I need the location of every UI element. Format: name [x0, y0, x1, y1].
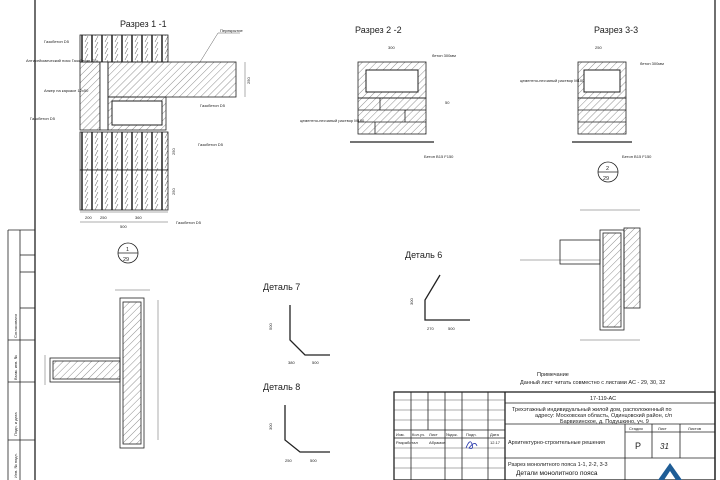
svg-text:Трехэтажный индивидуальный жил: Трехэтажный индивидуальный жилой дом, ра… — [512, 406, 672, 413]
sheet-number: 31 — [660, 442, 669, 451]
svg-text:29: 29 — [123, 257, 129, 263]
role: Разработал — [396, 440, 418, 445]
svg-text:Газобетон D5: Газобетон D5 — [198, 142, 224, 147]
svg-text:50: 50 — [445, 100, 450, 105]
notes: Примечание Данный лист читать совместно … — [520, 372, 665, 386]
section-3-3-title: Разрез 3-3 — [594, 25, 638, 35]
svg-text:бетон 300мм: бетон 300мм — [432, 53, 456, 58]
svg-text:250: 250 — [171, 188, 176, 195]
svg-text:500: 500 — [310, 458, 317, 463]
notes-text: Данный лист читать совместно с листами А… — [520, 379, 665, 386]
svg-text:500: 500 — [268, 323, 273, 330]
side-stamp: Согласовано Взам. инв. № Подп. и дата Ин… — [13, 313, 18, 478]
svg-text:250: 250 — [246, 77, 251, 84]
company-logo — [658, 463, 682, 480]
svg-text:Листов: Листов — [688, 426, 701, 431]
callout-1-29: 1 29 — [117, 242, 139, 264]
svg-text:500: 500 — [312, 360, 319, 365]
svg-text:адресу: Московская область, Од: адресу: Московская область, Одинцовский … — [535, 412, 672, 419]
svg-text:Газобетон D5: Газобетон D5 — [30, 116, 56, 121]
author-name: Абрамов — [429, 440, 446, 445]
svg-text:Деталь 7: Деталь 7 — [263, 282, 300, 292]
svg-text:Бетон B15 F150: Бетон B15 F150 — [622, 154, 652, 159]
detail-7: Деталь 7 500 380 500 — [263, 282, 330, 365]
section-1-1-title: Разрез 1 -1 — [120, 19, 167, 29]
svg-text:Антисейсмический пояс Газобето: Антисейсмический пояс Газобетон D5 — [26, 58, 97, 63]
stage-value: Р — [635, 441, 641, 451]
date: 12.17 — [490, 440, 501, 445]
section-2-2-title: Разрез 2 -2 — [355, 25, 402, 35]
drawing-title: Разрез монолитного пояса 1-1, 2-2, 3-3 — [508, 462, 608, 468]
notes-heading: Примечание — [537, 372, 569, 378]
svg-text:300: 300 — [388, 45, 395, 50]
svg-text:цементно-песчаный раствор М100: цементно-песчаный раствор М100 — [300, 118, 365, 123]
section-3-3: Разрез 3-3 цементно-песчаный раствор М10… — [520, 25, 664, 159]
svg-text:250: 250 — [285, 458, 292, 463]
svg-text:Деталь 8: Деталь 8 — [263, 382, 300, 392]
callout-2-29: 2 29 — [597, 161, 619, 183]
svg-text:Анкер на каркасе 12x50: Анкер на каркасе 12x50 — [44, 88, 89, 93]
svg-text:Барвихинское, д. Подушкино, уч: Барвихинское, д. Подушкино, уч. 9 — [560, 419, 649, 425]
inv-replace-label: Взам. инв. № — [13, 355, 18, 380]
svg-text:бетон 300мм: бетон 300мм — [640, 61, 664, 66]
signature — [465, 441, 478, 449]
svg-text:500: 500 — [448, 326, 455, 331]
slab-label: Перекрытие — [220, 28, 243, 33]
svg-text:Газобетон D5: Газобетон D5 — [176, 220, 202, 225]
svg-text:Деталь 6: Деталь 6 — [405, 250, 442, 260]
section-name: Архитектурно-строительные решения — [508, 440, 605, 446]
svg-text:Кол.уч.: Кол.уч. — [412, 432, 425, 437]
plan-detail-1 — [44, 289, 159, 449]
plan-detail-2 — [520, 209, 641, 341]
svg-text:Лист: Лист — [429, 432, 438, 437]
svg-text:1: 1 — [126, 247, 129, 253]
title-block: Изм. Кол.уч. Лист №док. Подп. Дата Разра… — [393, 391, 716, 480]
detail-6: Деталь 6 300 270 500 — [405, 250, 470, 331]
agreed-label: Согласовано — [13, 313, 18, 338]
drawing-title-2: Детали монолитного пояса — [516, 470, 598, 477]
svg-text:300: 300 — [268, 423, 273, 430]
inv-original-label: Инв. № подл. — [13, 453, 18, 478]
svg-text:300: 300 — [409, 298, 414, 305]
svg-text:Подп.: Подп. — [466, 432, 477, 437]
svg-text:Стадия: Стадия — [629, 426, 643, 431]
detail-8: Деталь 8 300 250 500 — [263, 382, 330, 463]
svg-text:29: 29 — [603, 176, 609, 182]
svg-text:250: 250 — [595, 45, 602, 50]
svg-text:цементно-песчаный раствор М100: цементно-песчаный раствор М100 — [520, 78, 585, 83]
svg-text:№док.: №док. — [446, 432, 458, 437]
svg-text:Дата: Дата — [490, 432, 500, 437]
svg-text:Лист: Лист — [658, 426, 667, 431]
svg-text:270: 270 — [427, 326, 434, 331]
svg-text:Изм.: Изм. — [396, 432, 405, 437]
drawing-code: 17-119-АС — [590, 396, 616, 402]
svg-text:360: 360 — [135, 215, 142, 220]
svg-text:380: 380 — [288, 360, 295, 365]
svg-text:500: 500 — [120, 224, 127, 229]
section-2-2: Разрез 2 -2 бетон 300мм цементно-песчаны… — [300, 25, 456, 159]
svg-text:Газобетон D5: Газобетон D5 — [200, 103, 226, 108]
svg-text:Газобетон D5: Газобетон D5 — [44, 39, 70, 44]
svg-text:250: 250 — [171, 148, 176, 155]
svg-text:200: 200 — [85, 215, 92, 220]
svg-text:250: 250 — [100, 215, 107, 220]
sign-date-label: Подп. и дата — [13, 412, 18, 436]
svg-text:Бетон B15 F150: Бетон B15 F150 — [424, 154, 454, 159]
svg-text:2: 2 — [606, 166, 609, 172]
section-1-1: Разрез 1 -1 Перекрытие Газобетон D5 Анти… — [26, 19, 251, 229]
